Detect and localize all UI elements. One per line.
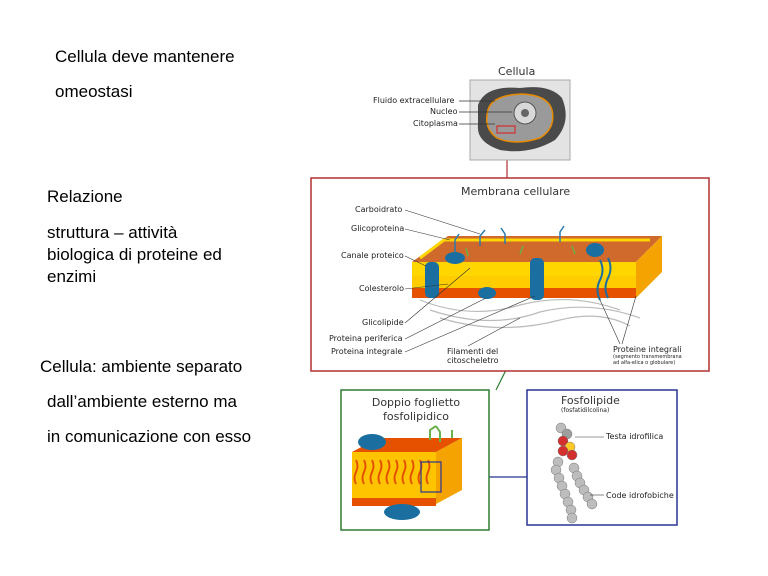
phospholipid-molecule bbox=[550, 422, 598, 524]
text-relation-line3: biologica di proteine ed bbox=[47, 245, 222, 264]
text-cell-env-line1: Cellula: ambiente separato bbox=[40, 357, 243, 376]
membrane-illustration bbox=[412, 225, 662, 329]
label-cytoskeleton-filaments: Filamenti del citoscheletro bbox=[447, 347, 499, 365]
membrane-panel-title: Membrana cellulare bbox=[461, 185, 571, 198]
label-cytoplasm: Citoplasma bbox=[413, 119, 458, 128]
text-cell-env-line3: in comunicazione con esso bbox=[47, 427, 252, 446]
cell-panel-title: Cellula bbox=[498, 65, 536, 78]
text-relation-line4: enzimi bbox=[47, 267, 97, 286]
label-cholesterol: Colesterolo bbox=[359, 284, 404, 293]
label-protein-channel: Canale proteico bbox=[341, 251, 404, 260]
label-glycoprotein: Glicoproteina bbox=[351, 224, 405, 233]
label-hydrophobic-tails: Code idrofobiche bbox=[606, 491, 674, 500]
text-relation-line1: Relazione bbox=[47, 187, 123, 206]
label-glycolipid: Glicolipide bbox=[362, 318, 404, 327]
label-integral-proteins: Proteine integrali bbox=[613, 345, 682, 354]
phospholipid-panel-frame bbox=[526, 389, 678, 526]
text-homeostasis-line2: omeostasi bbox=[55, 82, 133, 101]
label-integral-protein: Proteina integrale bbox=[331, 347, 403, 356]
phospholipid-subtitle: (fosfatidilcolina) bbox=[561, 407, 610, 414]
phospholipid-panel-title: Fosfolipide bbox=[561, 394, 620, 407]
text-cell-env-line2: dall’ambiente esterno ma bbox=[47, 392, 237, 411]
text-homeostasis-line1: Cellula deve mantenere bbox=[55, 47, 235, 66]
label-extracellular-fluid: Fluido extracellulare bbox=[373, 96, 455, 105]
bilayer-panel-title: Doppio foglietto fosfolipidico bbox=[371, 396, 461, 423]
bilayer-illustration bbox=[352, 425, 462, 520]
label-carbohydrate: Carboidrato bbox=[355, 205, 403, 214]
label-hydrophilic-head: Testa idrofilica bbox=[606, 432, 664, 441]
label-peripheral-protein: Proteina periferica bbox=[329, 334, 403, 343]
label-integral-proteins-note: (segmento transmembrana ad alfa-elica o … bbox=[613, 354, 682, 366]
cell-illustration bbox=[469, 79, 571, 161]
label-nucleus: Nucleo bbox=[430, 107, 458, 116]
text-relation-line2: struttura – attività bbox=[47, 223, 178, 242]
